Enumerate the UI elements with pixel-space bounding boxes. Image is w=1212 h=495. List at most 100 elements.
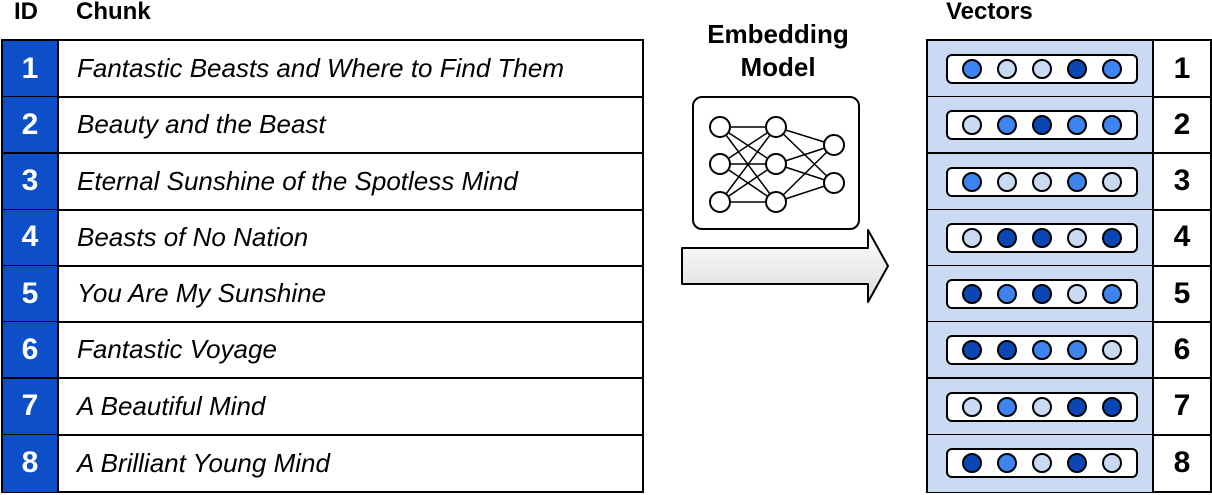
chunk-id-cell: 4	[3, 209, 59, 265]
embedding-vector	[946, 335, 1138, 366]
vector-component-dot	[1067, 452, 1088, 473]
vector-table: 1 2 3 4 5 6 7 8	[926, 39, 1212, 493]
vector-component-dot	[1067, 171, 1088, 192]
vector-cell	[928, 434, 1154, 492]
vector-cell	[928, 266, 1154, 321]
vector-component-dot	[1031, 227, 1052, 248]
embedding-vector	[946, 279, 1138, 309]
chunk-text-cell: Beasts of No Nation	[77, 221, 309, 252]
vector-component-dot	[961, 59, 982, 79]
model-title-line-2: Model	[740, 52, 816, 82]
vector-cell	[928, 322, 1154, 378]
vector-id-cell: 5	[1173, 276, 1191, 310]
table-row: 1 Fantastic Beasts and Where to Find Them	[3, 41, 642, 98]
vector-component-dot	[1067, 340, 1088, 361]
right-arrow-icon	[681, 229, 889, 303]
table-row: 7 A Beautiful Mind	[3, 378, 642, 436]
vector-cell	[928, 97, 1154, 153]
chunk-id-cell: 1	[3, 41, 59, 96]
embedding-model-title: Embedding Model	[684, 18, 872, 84]
table-row: 2 Beauty and the Beast	[3, 97, 642, 155]
embedding-vector	[946, 391, 1138, 422]
vector-component-dot	[996, 115, 1017, 136]
vector-component-dot	[1102, 396, 1123, 417]
id-column-header: ID	[14, 0, 38, 25]
vector-component-dot	[1031, 115, 1052, 136]
vector-cell	[928, 378, 1154, 434]
vector-cell	[928, 41, 1154, 96]
vector-id-cell: 1	[1173, 51, 1191, 85]
embedding-vector	[946, 447, 1138, 478]
chunk-column-header: Chunk	[76, 0, 151, 25]
chunk-text-cell: A Brilliant Young Mind	[77, 447, 330, 478]
vector-component-dot	[961, 115, 982, 136]
chunk-id-cell: 6	[3, 322, 59, 378]
vector-component-dot	[1102, 452, 1123, 473]
vector-id-cell: 2	[1173, 107, 1191, 141]
vector-component-dot	[1102, 59, 1123, 79]
vector-component-dot	[1102, 284, 1123, 304]
chunk-text-cell: Eternal Sunshine of the Spotless Mind	[77, 165, 518, 196]
vector-component-dot	[1031, 171, 1052, 192]
vector-row: 3	[928, 153, 1210, 211]
vector-id-cell: 4	[1173, 220, 1191, 254]
vector-row: 2	[928, 97, 1210, 155]
embedding-vector	[946, 54, 1138, 84]
vector-component-dot	[1031, 59, 1052, 79]
embedding-model-box	[692, 96, 860, 230]
vector-component-dot	[1067, 59, 1088, 79]
vector-component-dot	[1067, 227, 1088, 248]
vector-component-dot	[961, 284, 982, 304]
table-row: 8 A Brilliant Young Mind	[3, 434, 642, 492]
neural-network-icon	[709, 116, 845, 213]
vector-row: 1	[928, 41, 1210, 98]
vector-row: 7	[928, 378, 1210, 436]
vectors-column-header: Vectors	[946, 0, 1033, 25]
vector-component-dot	[1067, 284, 1088, 304]
vector-component-dot	[1031, 340, 1052, 361]
vector-component-dot	[961, 340, 982, 361]
vector-component-dot	[996, 171, 1017, 192]
table-row: 6 Fantastic Voyage	[3, 322, 642, 380]
chunk-text-cell: Fantastic Beasts and Where to Find Them	[77, 53, 564, 83]
vector-id-cell: 8	[1173, 446, 1191, 480]
vector-cell	[928, 153, 1154, 209]
vector-id-cell: 6	[1173, 332, 1191, 366]
vector-component-dot	[996, 284, 1017, 304]
vector-component-dot	[961, 227, 982, 248]
vector-row: 6	[928, 322, 1210, 380]
embedding-vector	[946, 110, 1138, 141]
chunk-id-cell: 8	[3, 434, 59, 492]
vector-id-cell: 3	[1173, 164, 1191, 197]
vector-id-cell: 7	[1173, 389, 1191, 422]
table-row: 4 Beasts of No Nation	[3, 209, 642, 267]
vector-component-dot	[1102, 171, 1123, 192]
chunk-text-cell: A Beautiful Mind	[77, 390, 266, 421]
vector-component-dot	[996, 59, 1017, 79]
vector-component-dot	[996, 227, 1017, 248]
vector-component-dot	[1102, 227, 1123, 248]
vector-component-dot	[1067, 115, 1088, 136]
vector-component-dot	[996, 452, 1017, 473]
vector-component-dot	[1102, 115, 1123, 136]
chunk-text-cell: Beauty and the Beast	[77, 109, 326, 140]
vector-component-dot	[996, 396, 1017, 417]
chunk-id-cell: 5	[3, 266, 59, 321]
vector-component-dot	[961, 452, 982, 473]
vector-component-dot	[1031, 396, 1052, 417]
vector-row: 4	[928, 209, 1210, 267]
chunk-id-cell: 7	[3, 378, 59, 434]
vector-component-dot	[1102, 340, 1123, 361]
model-title-line-1: Embedding	[707, 19, 849, 49]
chunk-table: 1 Fantastic Beasts and Where to Find Them…	[1, 39, 644, 493]
vector-component-dot	[1031, 452, 1052, 473]
chunk-text-cell: Fantastic Voyage	[77, 334, 277, 365]
vector-row: 5	[928, 266, 1210, 323]
chunk-id-cell: 3	[3, 153, 59, 209]
vector-component-dot	[1067, 396, 1088, 417]
vector-component-dot	[996, 340, 1017, 361]
vector-component-dot	[1031, 284, 1052, 304]
chunk-id-cell: 2	[3, 97, 59, 153]
table-row: 3 Eternal Sunshine of the Spotless Mind	[3, 153, 642, 211]
